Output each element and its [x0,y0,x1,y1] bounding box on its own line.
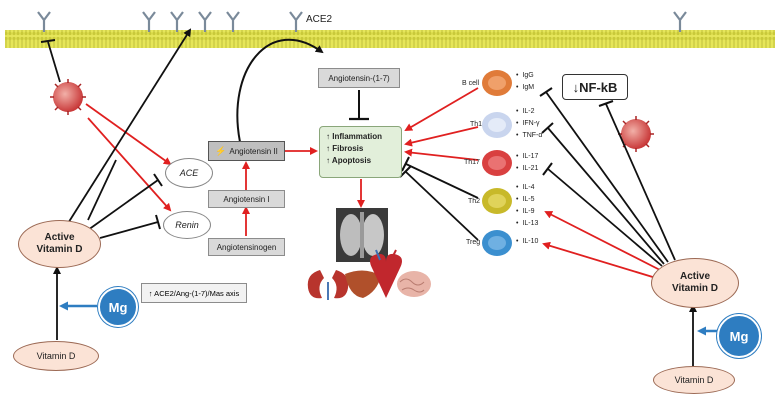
cell-label-th17: Th17 [464,159,480,166]
vitd-inhibits-nfkb-line [605,103,676,261]
angiotensinogen-box: Angiotensinogen [208,238,285,256]
active-vitamin-d-right-line2: Vitamin D [672,283,718,294]
bcell-cytokines: IgG IgM [516,70,534,94]
angiotensin-i-box: Angiotensin I [208,190,285,208]
vitd-inhibits-igm-bar [539,87,553,97]
active-vitamin-d-right-line1: Active [679,271,710,282]
vitd-to-ace2-arrow [64,28,192,229]
cytokine-il21: IL-21 [516,163,538,175]
renin-oval: Renin [163,211,211,239]
vitd-inhibits-tnf-bar [541,122,554,134]
cell-label-th1: Th1 [470,121,483,128]
cytokine-il17: IL-17 [516,151,538,163]
vitamin-d-left: Vitamin D [13,341,99,371]
cytokine-il9: IL-9 [516,206,538,218]
angiotensin-ii-box: ⚡ Angiotensin II [208,141,285,161]
mg-badge-right: Mg [717,314,761,358]
virus-to-ace-arrow [85,103,172,166]
cytokine-igm: IgM [516,82,534,94]
vitd-inhibits-nfkb-bar [598,100,614,107]
effects-box: ↑ Inflammation ↑ Fibrosis ↑ Apoptosis [319,126,402,178]
vitd-to-il9-arrow [544,211,661,271]
lightning-icon: ⚡ [215,145,227,156]
vitamin-d-right: Vitamin D [653,366,735,394]
th2-inhibits-effects-bar [401,156,410,172]
angiotensin-1-7-box: Angiotensin-(1-7) [318,68,400,88]
angiotensin-ii-label: Angiotensin II [229,146,278,156]
ace2-axis-note: ↑ ACE2/Ang-(1-7)/Mas axis [141,283,247,303]
lung-xray-icon [336,208,388,262]
vitd-to-il10-arrow [542,241,657,279]
immune-cells [482,70,512,256]
th1-to-effects-arrow [404,126,479,147]
ace-oval: ACE [165,158,213,188]
virus-blocks-ace2-bar [40,39,56,43]
ace2-label: ACE2 [306,14,333,25]
virus-icon [618,116,654,152]
bcell-to-effects-arrow [404,87,479,132]
effect-fibrosis: ↑ Fibrosis [326,144,364,153]
cytokine-il10: IL-10 [516,236,538,248]
cytokine-tnfa: TNF-α [516,130,542,142]
effect-inflammation: ↑ Inflammation [326,132,383,141]
nfkb-box: ↓NF-kB [562,74,628,100]
th2-cytokines: IL-4 IL-5 IL-9 IL-13 [516,182,538,230]
virus-blocks-ace2-line [47,41,61,83]
vitd-inhibits-ace-bar [153,173,163,187]
cell-label-b: B cell [462,80,480,87]
cytokine-il2: IL-2 [516,106,542,118]
liver-icon [345,270,381,298]
mg-badge-left: Mg [98,287,138,327]
cytokine-il4: IL-4 [516,182,538,194]
active-vitamin-d-left: Active Vitamin D [18,220,101,268]
active-vitamin-d-left-line2: Vitamin D [36,244,83,255]
vitd-inhibits-renin-line [99,221,159,239]
cytokine-ifng: IFN-γ [516,118,542,130]
cytokine-il5: IL-5 [516,194,538,206]
antibody-receptor-icon [37,11,687,32]
effect-apoptosis: ↑ Apoptosis [326,156,372,165]
ang2-to-ang17-arrow [236,38,324,143]
active-vitamin-d-right: Active Vitamin D [651,258,739,308]
treg-cytokines: IL-10 [516,236,538,248]
heart-icon [370,249,402,298]
th1-cytokines: IL-2 IFN-γ TNF-α [516,106,542,142]
active-vitamin-d-left-line1: Active [44,232,75,243]
vitd-inhibits-ace-line [87,179,159,231]
virus-icon [50,79,86,115]
kidney-icon [307,270,349,300]
virus-to-renin-arrow [87,117,172,212]
vitd-inhibits-tnf-line [547,127,665,265]
th17-to-effects-arrow [404,148,479,161]
cell-label-treg: Treg [466,239,481,246]
treg-inhibits-effects-line [405,171,479,241]
cytokine-igg: IgG [516,70,534,82]
cytokine-il13: IL-13 [516,218,538,230]
cell-label-th2: Th2 [468,198,481,205]
vitd-inhibits-virus-line [87,159,117,221]
th17-cytokines: IL-17 IL-21 [516,151,538,175]
th2-inhibits-effects-line [405,163,479,199]
cell-membrane [5,30,775,48]
brain-icon [397,271,431,297]
vitd-inhibits-il21-line [547,168,663,267]
vitd-inhibits-igm-line [545,91,669,263]
vitd-inhibits-renin-bar [155,214,161,230]
vitd-inhibits-il21-bar [542,162,553,176]
